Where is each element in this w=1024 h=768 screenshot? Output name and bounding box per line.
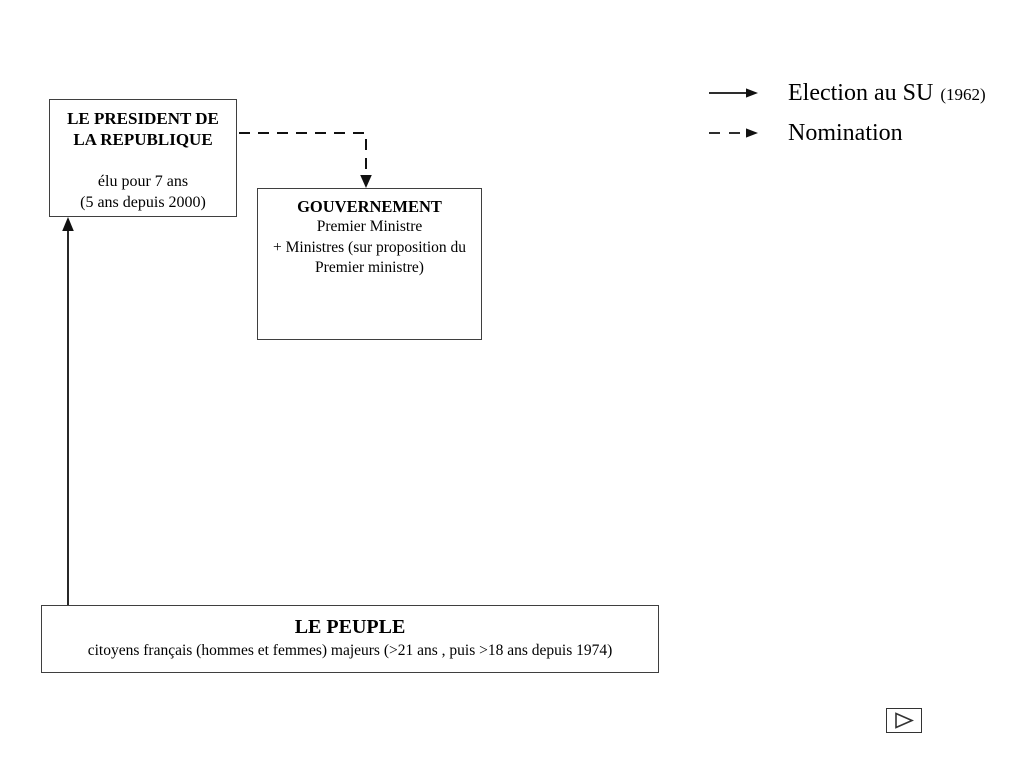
nomination-arrow [239, 132, 372, 188]
president-detail-line2: (5 ans depuis 2000) [80, 194, 206, 211]
peuple-subtitle: citoyens français (hommes et femmes) maj… [87, 642, 613, 659]
president-spacer [50, 150, 236, 171]
legend-election-label: Election au SU (1962) [788, 80, 986, 107]
dashed-arrow-icon [709, 128, 758, 138]
legend: Election au SU (1962) Nomination [708, 78, 986, 148]
legend-item-nomination: Nomination [708, 118, 986, 148]
election-arrow [62, 217, 74, 605]
solid-arrow-icon [709, 88, 758, 98]
node-president: LE PRESIDENT DE LA REPUBLIQUE élu pour 7… [49, 99, 237, 217]
legend-election-note: (1962) [940, 84, 986, 104]
peuple-title: LE PEUPLE [294, 616, 406, 638]
president-detail-line1: élu pour 7 ans [97, 173, 189, 190]
gouvernement-line3: Premier ministre) [315, 259, 424, 276]
legend-nomination-label: Nomination [788, 119, 903, 146]
play-icon [895, 712, 914, 729]
president-title-line1: LE PRESIDENT DE [67, 109, 219, 128]
legend-item-election: Election au SU (1962) [708, 78, 986, 108]
gouvernement-line1: Premier Ministre [316, 218, 423, 235]
legend-election-text: Election au SU [788, 79, 934, 106]
president-title-line2: LA REPUBLIQUE [73, 130, 213, 149]
gouvernement-line2: + Ministres (sur proposition du [272, 238, 467, 256]
node-gouvernement: GOUVERNEMENT Premier Ministre + Ministre… [257, 188, 482, 340]
node-peuple: LE PEUPLE citoyens français (hommes et f… [41, 605, 659, 673]
gouvernement-title: GOUVERNEMENT [297, 197, 442, 216]
next-slide-button[interactable] [886, 708, 922, 733]
